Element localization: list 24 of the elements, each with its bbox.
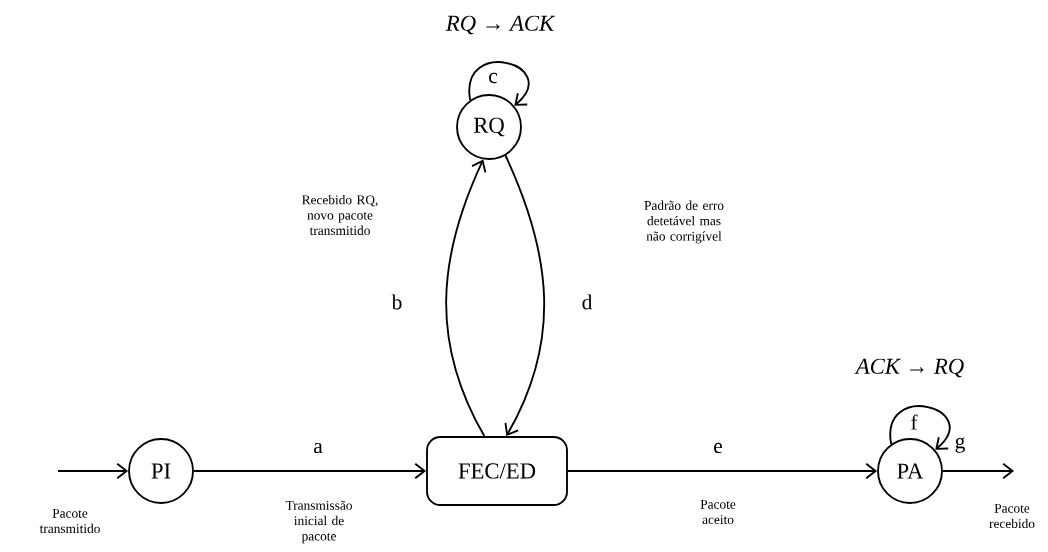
curved-arrow (445, 159, 487, 437)
arrow (193, 462, 427, 480)
state-box: FEC/ED (426, 436, 568, 506)
edge-label: e (714, 442, 722, 454)
description-text: Recebido RQ, novo pacote transmitido (302, 194, 378, 235)
edge-label: g (955, 437, 965, 453)
edge-label: d (582, 294, 593, 310)
loop-arrow (468, 61, 530, 106)
edge-label: c (489, 72, 498, 84)
edge-label: a (314, 442, 323, 454)
edge-label: b (391, 294, 402, 310)
description-text: Transmissão inicial de pacote (285, 500, 352, 544)
transition-formula: ACK → RQ (854, 358, 964, 378)
description-text: Pacote transmitido (39, 508, 100, 534)
description-text: Padrão de erro detetável mas não corrigível (644, 200, 724, 244)
loop-arrow (889, 405, 951, 450)
transition-formula: RQ → ACK (445, 15, 556, 35)
curved-arrow (504, 154, 545, 437)
description-text: Pacote aceito (700, 499, 736, 525)
description-text: Pacote recebido (989, 503, 1035, 529)
arrow (942, 462, 1014, 480)
arrow (57, 462, 129, 480)
edge-label: f (911, 414, 918, 430)
arrow (567, 462, 878, 480)
